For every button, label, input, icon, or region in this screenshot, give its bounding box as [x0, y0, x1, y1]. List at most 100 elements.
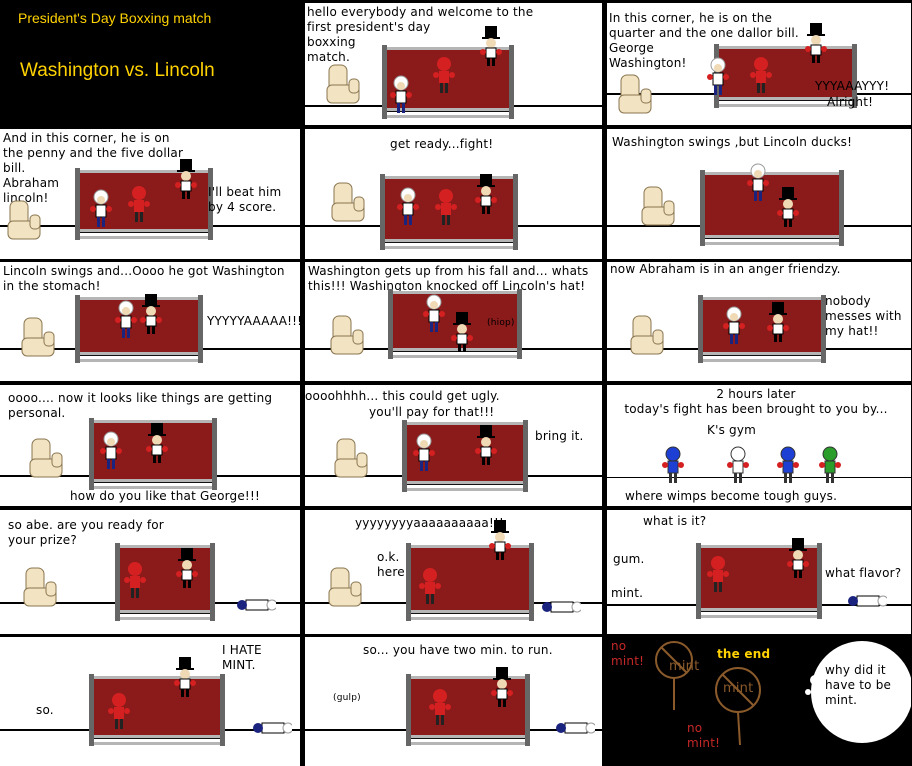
title-panel: President's Day Boxxing match Washington…: [0, 0, 300, 127]
ring-post: [817, 543, 822, 619]
robot-figure: [419, 566, 441, 606]
washington-knocked-out: [555, 717, 597, 739]
lincoln-speech: I HATE MINT.: [222, 643, 262, 672]
panel-13: so abe. are you ready for your prize?: [0, 510, 300, 634]
caption: Lincoln swings and...Oooo he got Washing…: [3, 264, 285, 293]
ring-post: [198, 295, 203, 363]
ring-post: [115, 543, 120, 621]
ring-rope: [408, 545, 532, 548]
ring-post: [513, 174, 518, 250]
lincoln-figure: [480, 26, 502, 66]
ring-post: [89, 674, 94, 746]
ring-rope: [702, 172, 842, 175]
lincoln-speech: nobody messes with my hat!!: [825, 294, 902, 338]
panel-8: Washington gets up from his fall and... …: [305, 262, 602, 381]
robot-figure: [108, 691, 130, 731]
green-robot-figure: [819, 445, 841, 485]
ring-rope: [716, 104, 855, 107]
lincoln-figure: [175, 159, 197, 199]
ring-rope: [702, 242, 842, 245]
washington-figure: [397, 187, 419, 227]
panel-4: And in this corner, he is on the penny a…: [0, 129, 300, 259]
announcer-chair: [28, 437, 64, 481]
announcer-chair: [333, 437, 369, 481]
blue-robot-figure-2: [777, 445, 799, 485]
ring-rope: [702, 235, 842, 238]
robot-speech-2: mint.: [611, 586, 644, 600]
washington-knocked-out: [236, 594, 278, 616]
panel-14: yyyyyyyyaaaaaaaaaa!!! o.k. here.: [305, 510, 602, 634]
ring-rope: [382, 246, 516, 249]
ring-rope: [77, 229, 211, 232]
lincoln-figure: [787, 538, 809, 578]
announcer-chair: [629, 314, 665, 358]
ring-rope: [404, 488, 526, 491]
robot-figure: [707, 554, 729, 594]
ring-rope: [408, 676, 528, 679]
ring-rope: [77, 359, 201, 362]
lincoln-speech: bring it.: [535, 429, 584, 443]
announcer-chair: [329, 314, 365, 358]
boxing-ring: [75, 295, 203, 363]
robot-figure: [124, 560, 146, 600]
ring-post: [525, 674, 530, 746]
sign-label-2: mint: [723, 681, 754, 696]
announcer-chair: [20, 316, 56, 360]
ring-post: [388, 289, 393, 359]
ring-rope: [408, 735, 528, 738]
caption: In this corner, he is on the quarter and…: [609, 11, 799, 70]
ring-post: [509, 45, 514, 119]
panel-3: In this corner, he is on the quarter and…: [607, 3, 911, 125]
lincoln-speech: how do you like that George!!!: [70, 489, 260, 503]
lincoln-figure: [777, 187, 799, 227]
sign-label: mint: [669, 659, 700, 674]
ring-rope: [384, 115, 512, 118]
ring-rope: [77, 297, 201, 300]
washington-speech: YYYYYAAAAA!!!: [207, 314, 300, 328]
ring-post: [75, 295, 80, 363]
ring-post: [406, 543, 411, 621]
ring-rope: [698, 608, 820, 611]
blue-robot-figure: [662, 445, 684, 485]
ring-rope: [77, 352, 201, 355]
robot-speech: o.k. here.: [377, 550, 409, 579]
announcer-chair: [22, 566, 58, 610]
panel-7: Lincoln swings and...Oooo he got Washing…: [0, 262, 300, 381]
panel-9: now Abraham is in an anger friendzy. nob…: [607, 262, 911, 381]
ring-post: [700, 170, 705, 246]
lincoln-figure: [475, 425, 497, 465]
ring-rope: [91, 486, 215, 489]
washington-figure: [413, 433, 435, 473]
ring-post: [220, 674, 225, 746]
lincoln-speech-2: what flavor?: [825, 566, 902, 580]
lincoln-speech: I'll beat him by 4 score.: [208, 185, 282, 214]
ring-rope: [390, 348, 520, 351]
boxing-ring: [406, 674, 530, 746]
ring-post: [208, 168, 213, 240]
lincoln-speech: yyyyyyyyaaaaaaaaaa!!!: [355, 516, 504, 530]
washington-figure: [90, 189, 112, 229]
sponsor-name: K's gym: [707, 423, 757, 437]
ring-rope: [408, 617, 532, 620]
washington-figure: [723, 306, 745, 346]
ring-rope: [77, 236, 211, 239]
ring-rope: [700, 352, 824, 355]
announcer-chair: [330, 181, 366, 225]
washington-speech: Alright!: [827, 95, 874, 109]
panel-10: oooo.... now it looks like things are ge…: [0, 385, 300, 506]
washington-knocked-out: [847, 590, 889, 612]
lincoln-figure: [767, 302, 789, 342]
announcer-chair: [617, 73, 653, 117]
washington-knocked-out: [252, 717, 294, 739]
ring-post: [696, 543, 701, 619]
panel-5: get ready...fight!: [305, 129, 602, 259]
ring-post: [517, 289, 522, 359]
caption: Washington swings ,but Lincoln ducks!: [612, 135, 853, 149]
ring-rope: [698, 545, 820, 548]
protest-sign-text: no mint!: [611, 639, 645, 668]
ring-post: [212, 418, 217, 490]
panel-12: 2 hours later today's fight has been bro…: [607, 385, 911, 506]
boxing-ring: [698, 295, 826, 363]
panel-16: I HATE MINT. so.: [0, 637, 300, 766]
boxing-ring: [115, 543, 215, 621]
